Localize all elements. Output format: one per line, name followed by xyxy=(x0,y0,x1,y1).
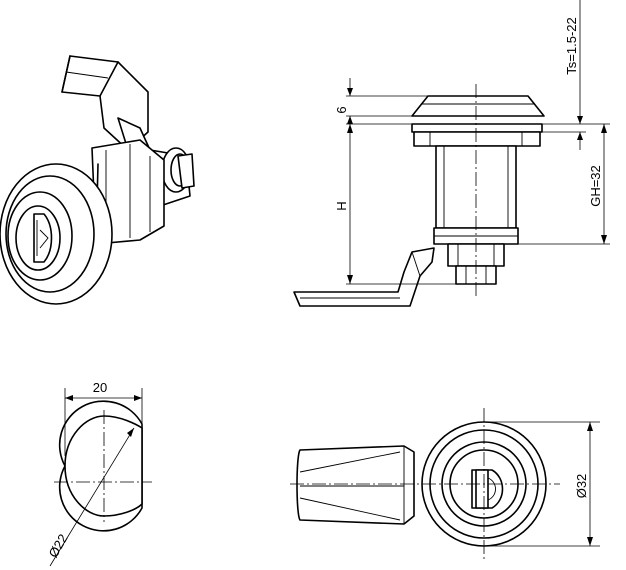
side-dimensions xyxy=(346,0,610,285)
isometric-view xyxy=(0,55,195,305)
dim-width-label: 20 xyxy=(93,380,107,395)
dim-gh-label: GH=32 xyxy=(588,165,603,207)
cutout-view xyxy=(49,388,152,567)
dim-height-label: H xyxy=(334,201,349,210)
dim-diameter-small-label: Ø22 xyxy=(45,531,70,560)
front-view xyxy=(290,408,600,560)
dim-ts-label: Ts=1.5-22 xyxy=(564,17,579,74)
dim-thickness-label: 6 xyxy=(334,106,349,113)
side-view xyxy=(293,84,545,307)
dim-diameter-large-label: Ø32 xyxy=(574,474,589,499)
